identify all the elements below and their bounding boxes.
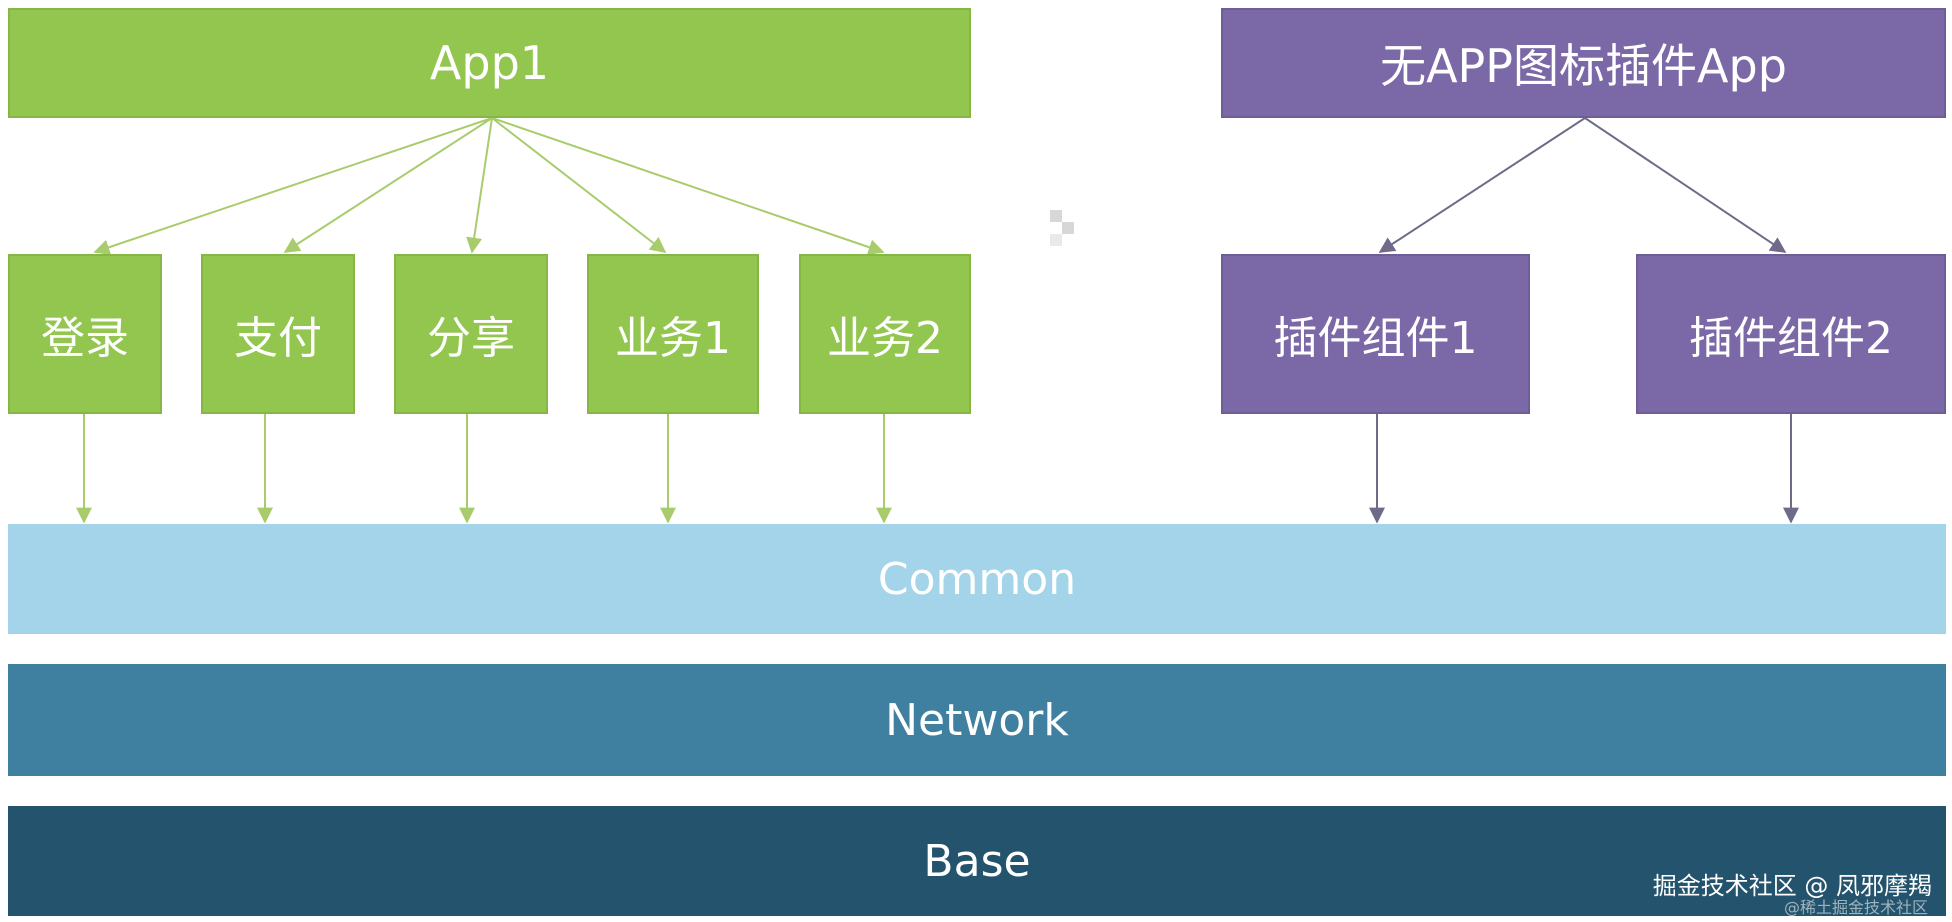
module-login-label: 登录 <box>41 313 129 364</box>
arrow-app1-to-pay <box>283 117 493 253</box>
common-layer: Common <box>8 524 1946 634</box>
module-business2-box: 业务2 <box>799 254 971 414</box>
app1-to-modules-arrows <box>93 117 885 255</box>
arrow-plugin-app-to-component1 <box>1378 117 1586 253</box>
module-pay-label: 支付 <box>234 313 322 364</box>
decorative-placeholder-artifact <box>1050 210 1084 256</box>
app1-box: App1 <box>8 8 971 118</box>
plugin-app-to-modules-arrows <box>1378 117 1787 253</box>
plugin-component1-box: 插件组件1 <box>1221 254 1530 414</box>
plugin-component1-label: 插件组件1 <box>1273 313 1478 364</box>
base-layer: Base <box>8 806 1946 916</box>
common-label: Common <box>877 553 1077 605</box>
module-business1-box: 业务1 <box>587 254 759 414</box>
watermark-text: 掘金技术社区 @ 凤邪摩羯 <box>1652 872 1932 900</box>
base-label: Base <box>923 835 1031 887</box>
plugin-component2-label: 插件组件2 <box>1689 313 1893 364</box>
module-share-box: 分享 <box>394 254 548 414</box>
arrow-plugin-app-to-component2 <box>1584 117 1787 253</box>
network-layer: Network <box>8 664 1946 776</box>
plugin-component2-box: 插件组件2 <box>1636 254 1946 414</box>
module-share-label: 分享 <box>427 313 515 364</box>
module-business2-label: 业务2 <box>827 313 943 364</box>
module-business1-label: 业务1 <box>615 313 731 364</box>
plugin-app-label: 无APP图标插件App <box>1380 39 1787 93</box>
network-label: Network <box>885 694 1069 746</box>
arrow-app1-to-business2 <box>491 117 885 255</box>
arrow-app1-to-business1 <box>491 117 667 253</box>
arrow-app1-to-login <box>93 117 493 255</box>
module-login-box: 登录 <box>8 254 162 414</box>
app1-label: App1 <box>429 36 550 90</box>
modules-to-common-arrows <box>76 414 892 524</box>
watermark-faint-text: @稀土掘金技术社区 <box>1783 898 1928 917</box>
plugin-modules-to-common-arrows <box>1369 414 1799 524</box>
plugin-app-box: 无APP图标插件App <box>1221 8 1946 118</box>
arrow-app1-to-share <box>466 117 493 254</box>
module-pay-box: 支付 <box>201 254 355 414</box>
